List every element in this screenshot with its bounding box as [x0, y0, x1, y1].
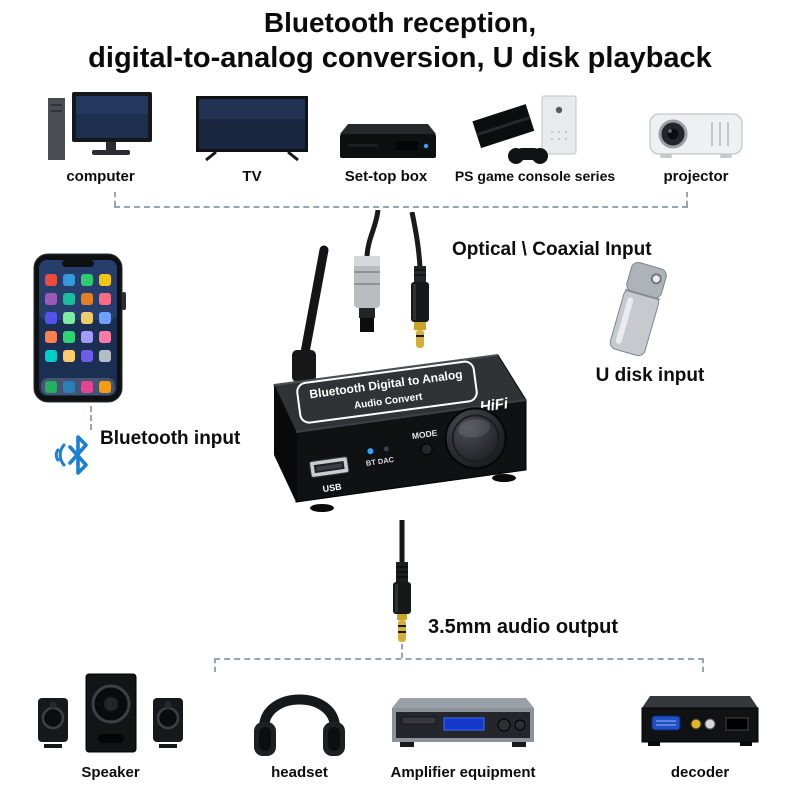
headset-icon: [254, 694, 345, 756]
speaker-icon: [38, 673, 183, 753]
source-label-settop: Set-top box: [344, 168, 428, 185]
optical-coaxial-input-label: Optical \ Coaxial Input: [452, 239, 652, 260]
amplifier-icon: [392, 698, 534, 747]
antenna: [292, 245, 329, 382]
source-label-computer: computer: [66, 168, 135, 185]
bt-dac-label: BT DAC: [365, 455, 395, 468]
game-console-icon: [472, 95, 577, 164]
computer-icon: [48, 92, 152, 160]
jack-to-bracket-dash: [401, 644, 403, 658]
bluetooth-input-label: Bluetooth input: [100, 428, 241, 449]
mode-label: MODE: [411, 428, 438, 441]
bracket-bottom-left-tick: [214, 658, 216, 672]
usb-label: USB: [322, 481, 343, 494]
source-label-console: PS game console series: [454, 168, 616, 184]
projector-icon: [649, 113, 743, 158]
audio-output-label: 3.5mm audio output: [428, 616, 618, 638]
decoder-icon: [641, 696, 759, 746]
bracket-bottom-right-tick: [702, 658, 704, 672]
dac-converter: Bluetooth Digital to Analog Audio Conver…: [273, 245, 527, 512]
bt-led: [367, 448, 374, 455]
source-label-projector: projector: [663, 168, 729, 185]
sink-label-amplifier: Amplifier equipment: [390, 764, 536, 781]
dac-led: [383, 446, 389, 452]
sink-label-decoder: decoder: [670, 764, 730, 781]
bracket-top-line: [114, 206, 688, 208]
optical-cable-icon: [354, 210, 381, 332]
bracket-top-right-tick: [686, 192, 688, 206]
udisk-icon: [609, 261, 667, 357]
tv-icon: [196, 96, 308, 162]
volume-knob: [444, 407, 507, 470]
bracket-bottom-line: [214, 658, 704, 660]
settop-box-icon: [340, 124, 436, 158]
source-label-tv: TV: [242, 168, 262, 185]
bracket-top-left-tick: [114, 192, 116, 206]
audio-jack-icon: [393, 520, 411, 642]
mode-button: [420, 443, 433, 456]
sink-label-speaker: Speaker: [81, 764, 140, 781]
title-line-1: Bluetooth reception,: [263, 7, 537, 38]
usb-port: [309, 456, 350, 478]
app-icons: [45, 274, 111, 362]
sink-label-headset: headset: [271, 764, 328, 781]
bluetooth-icon: [54, 435, 88, 475]
smartphone-icon: [33, 253, 126, 403]
title-line-2: digital-to-analog conversion, U disk pla…: [88, 42, 712, 74]
page-title: Bluetooth reception, digital-to-analog c…: [0, 6, 800, 76]
coaxial-cable-icon: [409, 212, 429, 348]
udisk-input-label: U disk input: [595, 365, 705, 386]
phone-to-bluetooth-dash: [90, 406, 92, 430]
